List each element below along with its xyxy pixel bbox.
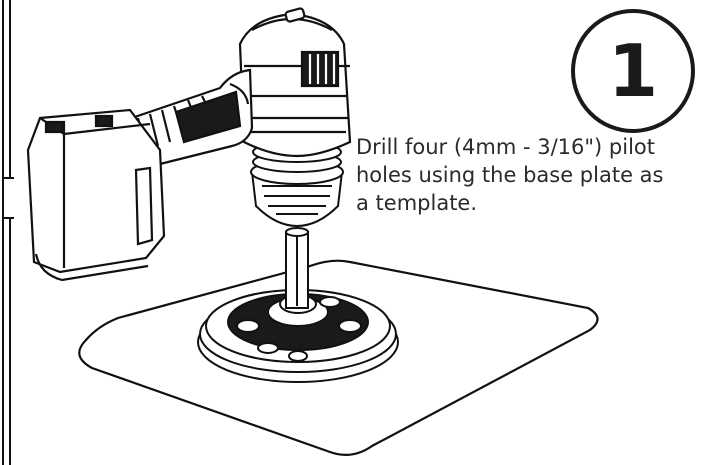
step-number: 1	[607, 29, 659, 113]
circle-icon	[571, 9, 695, 133]
instruction-line-1: Drill four (4mm - 3/16") pilot	[356, 135, 656, 159]
drill-bit	[285, 227, 309, 309]
instruction-line-2: holes using the base plate as	[356, 163, 664, 187]
instruction-line-3: a template.	[356, 191, 478, 215]
instruction-text: Drill four (4mm - 3/16") pilot holes usi…	[356, 133, 706, 217]
battery-pack	[26, 108, 166, 282]
step-number-badge	[568, 6, 698, 136]
page-frame-left	[2, 0, 14, 465]
drill-body	[238, 7, 352, 158]
